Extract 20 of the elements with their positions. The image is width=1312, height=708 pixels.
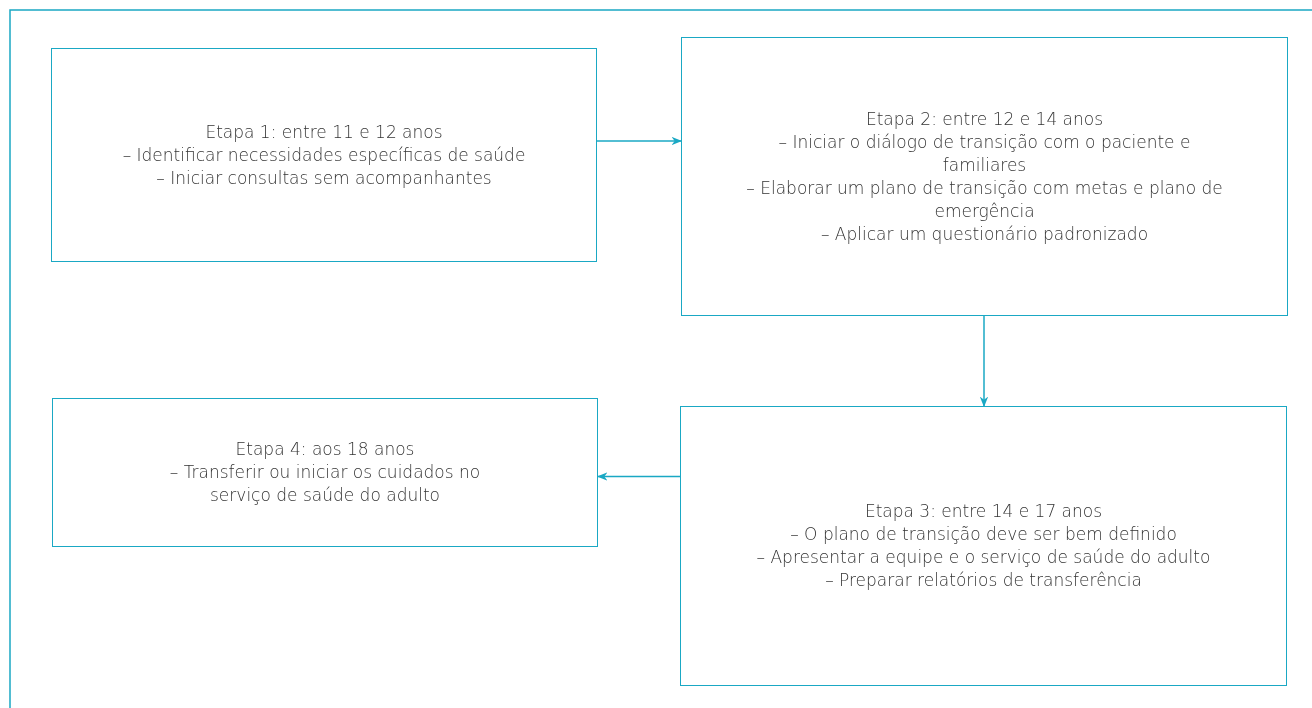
task-text: – Identificar necessidades específicas de saúde [122, 143, 526, 167]
arrow [979, 315, 989, 408]
stage-box [680, 406, 1287, 686]
stage-box [52, 398, 598, 547]
task-text: – Aplicar um questionário padronizado [820, 222, 1149, 246]
stage-box [51, 48, 597, 262]
stage-box [681, 37, 1288, 316]
stage-title: Etapa 2: entre 12 e 14 anos [865, 107, 1104, 131]
task-text: – O plano de transição deve ser bem definido [790, 523, 1177, 546]
stage-title: Etapa 3: entre 14 e 17 anos [864, 500, 1103, 523]
task-text: – Transferir ou iniciar os cuidados no serviço de saúde do adulto [168, 461, 482, 507]
task-text: – Apresentar a equipe e o serviço de saúde do adulto [756, 546, 1211, 569]
task-text: – Preparar relatórios de transferência [825, 569, 1142, 592]
stage-title: Etapa 1: entre 11 e 12 anos [205, 120, 443, 144]
task-text: – Iniciar o diálogo de transição com o paciente e familiares [777, 130, 1192, 177]
task-text: – Elaborar um plano de transição com metas e plano de emergência [745, 176, 1224, 223]
arrow [596, 472, 681, 481]
stage-title: Etapa 4: aos 18 anos [235, 438, 415, 461]
task-text: – Iniciar consultas sem acompanhantes [156, 166, 492, 190]
arrow [596, 136, 683, 146]
